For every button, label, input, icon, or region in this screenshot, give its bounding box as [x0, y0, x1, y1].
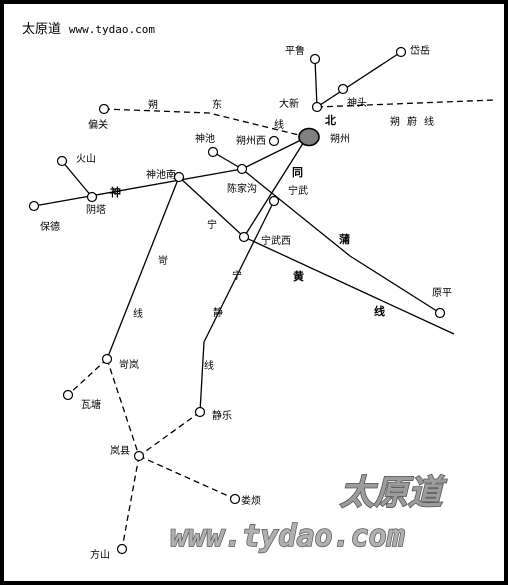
railway-map: 平鲁 岱岳 大新 神头 偏关 神池 朔州西 朔州 火山 神池南 陈家沟 阴塔 保…	[28, 44, 495, 561]
line-shenshuo	[33, 168, 243, 207]
label-daxin: 大新	[279, 97, 299, 110]
watermark-cn: 太原道	[340, 473, 447, 513]
station-yinta	[86, 191, 98, 203]
station-shenchi	[207, 146, 219, 158]
station-lanxian	[133, 450, 145, 462]
station-ningwuxi	[238, 231, 250, 243]
line-label-shenhuang-1: 黄	[293, 269, 304, 283]
label-ningwu: 宁武	[288, 184, 308, 197]
line-huoshan-yinta	[61, 160, 93, 198]
label-daiyue: 岱岳	[410, 44, 430, 57]
station-jingle	[194, 406, 206, 418]
line-shenchi-shenchinan	[212, 151, 243, 170]
stations	[28, 46, 446, 555]
label-lanxian: 岚县	[110, 445, 130, 457]
label-shuozhouxi: 朔州西	[236, 134, 266, 147]
station-ningwu	[268, 195, 280, 207]
station-loufan	[229, 493, 241, 505]
line-label-shuodong-3: 线	[274, 118, 284, 131]
line-label-shuowei-3: 线	[424, 115, 434, 128]
map-frame: 太原道 www.tydao.com	[4, 4, 504, 581]
line-labels: 朔 东 线 北 同 蒲 朔 蔚 线 神 宁 岢 线 宁 静 线 黄 线	[110, 98, 434, 372]
line-lanxian-loufan	[138, 455, 236, 500]
label-baode: 保德	[40, 220, 60, 233]
line-shuozhou-daiyue	[316, 51, 402, 108]
line-beitongpu-south	[241, 168, 351, 257]
label-shentou: 神头	[347, 96, 367, 109]
label-chenjiagou: 陈家沟	[227, 182, 257, 195]
station-pinglu	[309, 53, 321, 65]
label-fangshan: 方山	[90, 548, 110, 561]
label-jingle: 静乐	[212, 409, 232, 422]
site-name: 太原道	[22, 22, 62, 37]
line-label-beitongpu-3: 蒲	[339, 232, 350, 246]
line-kelan-lanxian	[106, 358, 140, 457]
line-ningwu-ningwuxi	[243, 136, 308, 238]
label-pianguan: 偏关	[88, 118, 108, 131]
watermark: 太原道 www.tydao.com	[169, 472, 447, 555]
label-yuanping: 原平	[432, 287, 452, 299]
label-loufan: 娄烦	[241, 494, 261, 507]
station-daxin	[311, 101, 323, 113]
solid-lines	[33, 51, 455, 413]
line-chenjiagou-ningwuxi	[178, 176, 245, 238]
line-ningjing-upper	[203, 200, 275, 343]
line-ningjing-lower	[199, 341, 205, 413]
station-watang	[62, 389, 74, 401]
line-label-ningjing-2: 静	[213, 306, 223, 319]
line-pinglu-daxin	[314, 58, 318, 108]
site-url: www.tydao.com	[68, 23, 155, 36]
line-label-ningke-1: 宁	[207, 218, 217, 231]
line-label-shuowei-1: 朔	[390, 115, 400, 128]
label-pinglu: 平鲁	[285, 44, 305, 57]
line-label-shenhuang-2: 线	[374, 304, 385, 318]
line-lanxian-fangshan	[121, 455, 140, 550]
line-label-shuowei-2: 蔚	[407, 116, 417, 128]
station-labels: 平鲁 岱岳 大新 神头 偏关 神池 朔州西 朔州 火山 神池南 陈家沟 阴塔 保…	[40, 44, 452, 561]
label-huoshan: 火山	[76, 153, 96, 165]
station-shenchinan	[173, 171, 185, 183]
site-header: 太原道 www.tydao.com	[22, 18, 155, 37]
line-shenhuang	[243, 236, 455, 335]
line-label-ningke-3: 线	[133, 307, 143, 320]
line-jingle-lanxian	[138, 411, 201, 457]
station-daiyue	[395, 46, 407, 58]
station-shentou	[337, 83, 349, 95]
line-label-beitongpu-2: 同	[292, 166, 303, 179]
label-shenchinan: 神池南	[146, 168, 176, 181]
station-kelan	[101, 353, 113, 365]
line-label-shenshuo-1: 神	[110, 185, 121, 199]
station-shuozhouxi	[268, 135, 280, 147]
line-label-ningjing-3: 线	[204, 359, 214, 372]
line-shuodong	[103, 108, 308, 138]
label-shenchi: 神池	[195, 132, 215, 145]
line-label-shuodong-1: 朔	[148, 98, 158, 111]
station-chenjiagou	[236, 163, 248, 175]
line-label-beitongpu-1: 北	[325, 113, 336, 127]
label-ningwuxi: 宁武西	[261, 234, 291, 247]
label-yinta: 阴塔	[86, 203, 106, 216]
label-kelan: 岢岚	[119, 359, 139, 371]
station-yuanping	[434, 307, 446, 319]
line-label-ningjing-1: 宁	[232, 269, 242, 282]
line-shuowei	[316, 99, 495, 108]
label-shuozhou: 朔州	[330, 132, 350, 145]
line-label-ningke-2: 岢	[158, 255, 168, 267]
line-beitongpu-north	[241, 136, 308, 170]
label-watang: 瓦塘	[81, 398, 101, 411]
station-shuozhou-hub	[298, 127, 320, 147]
line-kelan-watang	[67, 358, 108, 396]
station-pianguan	[98, 103, 110, 115]
line-label-shuodong-2: 东	[212, 98, 222, 111]
station-baode	[28, 200, 40, 212]
watermark-url: www.tydao.com	[170, 519, 405, 554]
line-yuanping-branch	[349, 255, 441, 314]
line-ningke	[106, 176, 180, 360]
dashed-lines	[67, 99, 495, 550]
station-huoshan	[56, 155, 68, 167]
station-fangshan	[116, 543, 128, 555]
